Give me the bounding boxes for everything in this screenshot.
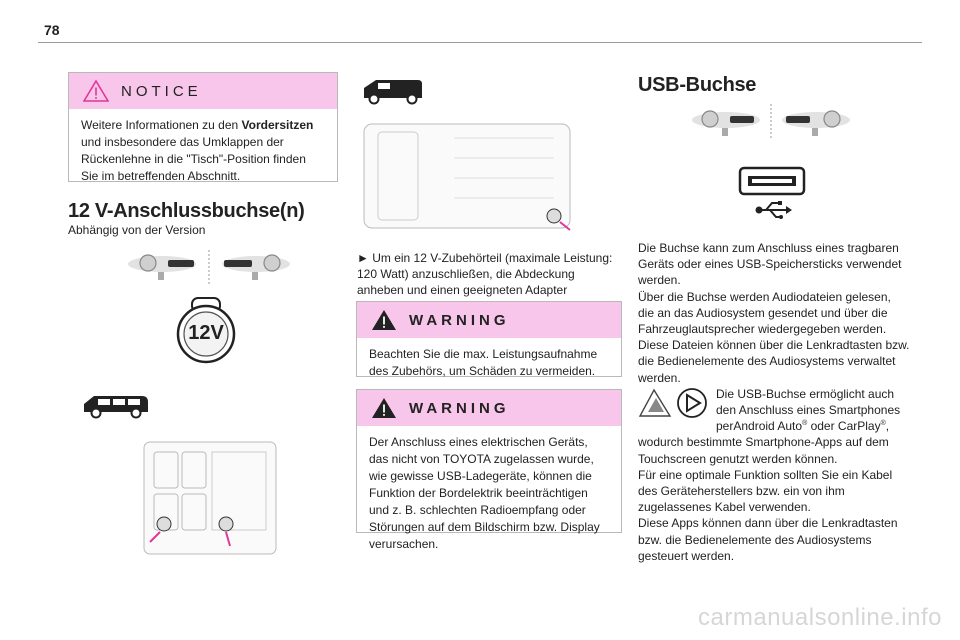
section-12v-subtitle: Abhängig von der Version	[68, 223, 206, 237]
notice-header: NOTICE	[69, 73, 337, 109]
carplay-label: oder CarPlay	[807, 419, 881, 434]
registered-mark-1: ®	[802, 420, 808, 428]
usb-para-5: Für eine optimale Funktion sollten Sie e…	[638, 467, 893, 515]
usb-para-4-start: Die USB-Buchse ermöglicht auch den Ansch…	[716, 386, 901, 434]
usb-para-4: Die USB-Buchse ermöglicht auch den Ansch…	[638, 386, 910, 467]
page-number: 78	[44, 22, 60, 38]
notice-text-end: und insbesondere das Umklappen der Rücke…	[81, 135, 306, 183]
usb-symbol-icon	[755, 201, 792, 219]
warning-box-1: WARNING Beachten Sie die max. Leistungsa…	[356, 301, 622, 378]
usb-para-1: Die Buchse kann zum Anschluss eines trag…	[638, 241, 902, 288]
watermark: carmanualsonline.info	[698, 604, 942, 631]
warning-title-2: WARNING	[409, 399, 510, 417]
socket-12v-label: 12V	[188, 322, 224, 344]
van-silhouette-icon	[364, 80, 422, 105]
usb-dashboard-variants-icon	[692, 104, 850, 138]
socket-12v-illustration: 12V	[174, 296, 238, 364]
notice-text-start: Weitere Informationen zu den	[81, 118, 242, 132]
warning-triangle-icon	[372, 398, 396, 418]
caution-triangle-icon	[83, 79, 109, 102]
warning-box-2: WARNING Der Anschluss eines elektrischen…	[356, 389, 622, 551]
notice-title: NOTICE	[121, 82, 202, 100]
warning-body-1: Beachten Sie die max. Leistungsaufnahme …	[369, 347, 598, 378]
mpv-silhouette-icon	[84, 396, 148, 419]
warning-triangle-icon	[372, 310, 396, 330]
warning-header-1: WARNING	[357, 302, 621, 338]
usb-para-4-end: , wodurch bestimmte Smartphone-Apps auf …	[638, 419, 890, 466]
van-cargo-floor-diagram	[363, 123, 571, 231]
usb-para-2: Über die Buchse werden Audiodateien gele…	[638, 289, 891, 337]
android-auto-label: Android Auto	[733, 419, 803, 434]
notice-text-bold: Vordersitzen	[241, 118, 314, 132]
warning-header-2: WARNING	[357, 390, 621, 426]
notice-box: NOTICE Weitere Informationen zu den Vord…	[68, 72, 338, 183]
usb-heading: USB-Buchse	[638, 74, 757, 96]
warning-title-1: WARNING	[409, 311, 510, 329]
header-rule	[38, 42, 922, 43]
usb-para-3: Diese Dateien können über die Lenkradtas…	[638, 338, 910, 385]
usb-para-6: Diese Apps können dann über die Lenkradt…	[638, 516, 898, 563]
smartphone-connect-icons	[638, 386, 712, 420]
registered-mark-2: ®	[880, 420, 886, 428]
notice-body: Weitere Informationen zu den Vordersitze…	[69, 109, 337, 195]
warning-body-2: Der Anschluss eines elektrischen Geräts,…	[369, 435, 600, 551]
mpv-rear-floor-diagram	[143, 441, 277, 555]
dashboard-variants-icon	[128, 250, 290, 284]
section-12v-heading: 12 V-Anschlussbuchse(n)	[68, 200, 305, 222]
usb-description: Die Buchse kann zum Anschluss eines trag…	[638, 240, 910, 564]
usb-port-illustration	[738, 166, 806, 196]
